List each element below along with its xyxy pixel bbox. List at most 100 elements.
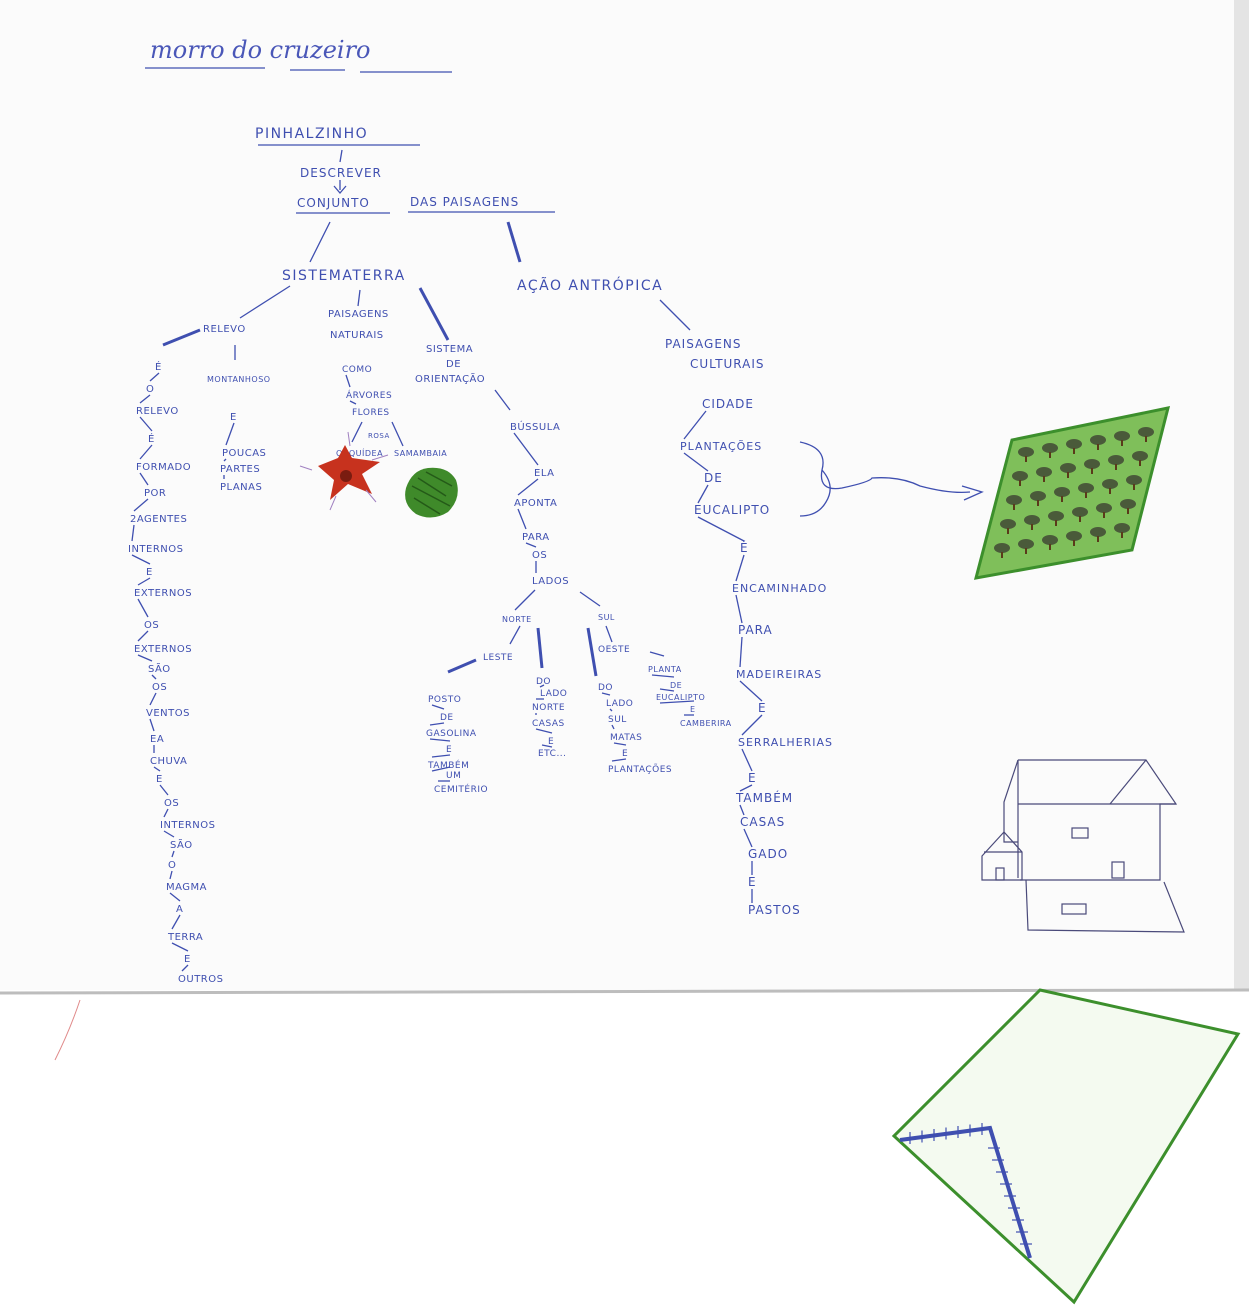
sul-node: SUL (598, 613, 615, 622)
sistema-terra-node: SISTEMATERRA (282, 268, 406, 284)
naturais-chain-item: COMO (342, 365, 372, 375)
antropica-chain-item: PARA (738, 623, 773, 637)
tree-icon (1036, 467, 1052, 477)
relevo-chain-item: RELEVO (136, 406, 179, 417)
tree-icon (1078, 483, 1094, 493)
tree-icon (1012, 471, 1028, 481)
tree-icon (1024, 515, 1040, 525)
tree-icon (1114, 431, 1130, 441)
tree-icon (1000, 519, 1016, 529)
paisagens-culturais-label-2: CULTURAIS (690, 357, 765, 371)
page-fold-line (0, 990, 1249, 993)
compass-map-drawing (894, 990, 1238, 1302)
tree-icon (1090, 527, 1106, 537)
norte-chain-item: LADO (540, 689, 567, 699)
antropica-chain-item: CIDADE (702, 397, 754, 411)
relevo-chain-item: INTERNOS (160, 820, 216, 831)
sistema-orientacao-label-1: SISTEMA (426, 344, 473, 355)
naturais-chain-item: FLORES (352, 408, 390, 418)
tree-icon (1108, 455, 1124, 465)
tree-icon (1042, 443, 1058, 453)
antropica-chain-item: SERRALHERIAS (738, 736, 833, 749)
tree-icon (1030, 491, 1046, 501)
antropica-chain-item: GADO (748, 847, 788, 861)
orientacao-chain-item: OS (532, 550, 547, 561)
relevo-chain-item: O (168, 860, 176, 871)
antropica-chain-item: ENCAMINHADO (732, 582, 827, 595)
oeste-chain-item: DE (670, 681, 682, 690)
relevo-chain-item: O (146, 384, 154, 395)
tree-icon (1018, 447, 1034, 457)
relevo-chain-item: OS (152, 682, 167, 693)
page-edge (1234, 0, 1249, 990)
tree-icon (1048, 511, 1064, 521)
antropica-chain-item: E (748, 875, 757, 889)
orientacao-chain-item: ELA (534, 468, 554, 479)
relevo-chain-item: VENTOS (146, 708, 190, 719)
leste-chain-item: DE (440, 713, 454, 723)
naturais-chain-item: ÁRVORES (346, 389, 392, 401)
norte-chain-item: NORTE (532, 703, 565, 713)
acao-antropica-node: AÇÃO ANTRÓPICA (517, 276, 663, 294)
page-margin-mark (55, 1000, 80, 1060)
relevo-chain-item: CHUVA (150, 756, 187, 767)
tree-icon (1066, 439, 1082, 449)
relevo-chain-item: SÃO (148, 662, 171, 675)
relevo-chain-item: E (156, 774, 163, 785)
montanhoso-node: MONTANHOSO (207, 375, 271, 384)
tree-icon (994, 543, 1010, 553)
tree-icon (1066, 531, 1082, 541)
relevo-chain-item: EA (150, 734, 164, 745)
oeste-chain-item: PLANTA (648, 665, 682, 674)
sistema-orientacao-label-2: DE (446, 359, 461, 370)
samambaia-node: SAMAMBAIA (394, 449, 447, 458)
sul-chain-item: E (622, 749, 628, 759)
sul-chain-item: SUL (608, 715, 627, 725)
leste-node: LESTE (483, 653, 513, 663)
antropica-chain-item: E (758, 701, 767, 715)
oeste-chain-item: EUCALIPTO (656, 693, 705, 702)
relevo-chain-item: 2AGENTES (130, 514, 187, 525)
antropica-chain-item: TAMBÉM (735, 790, 793, 805)
antropica-chain-item: CASAS (740, 815, 785, 829)
tree-icon (1006, 495, 1022, 505)
tree-icon (1072, 507, 1088, 517)
leste-chain-item: POSTO (428, 695, 461, 705)
tree-icon (1120, 499, 1136, 509)
sul-chain-item: DO (598, 683, 613, 693)
oeste-node: OESTE (598, 645, 630, 655)
relevo-chain-item: A (176, 904, 183, 915)
tree-icon (1126, 475, 1142, 485)
antropica-chain-item: MADEIREIRAS (736, 668, 822, 681)
norte-chain-item: E (548, 737, 554, 747)
paisagens-naturais-label-2: NATURAIS (330, 330, 384, 341)
tree-icon (1054, 487, 1070, 497)
antropica-chain-item: EUCALIPTO (694, 503, 770, 517)
tree-icon (1096, 503, 1112, 513)
orientacao-chain-item: APONTA (514, 498, 557, 509)
tree-icon (1018, 539, 1034, 549)
relevo-chain-item: OUTROS (178, 974, 223, 985)
norte-chain-item: CASAS (532, 719, 565, 729)
antropica-chain-item: PASTOS (748, 903, 801, 917)
montanhoso-chain-item: E (230, 412, 237, 423)
tree-icon (1114, 523, 1130, 533)
montanhoso-chain-item: PARTES (220, 464, 260, 475)
leste-chain-item: E (446, 745, 452, 755)
relevo-chain-item: EXTERNOS (134, 644, 192, 655)
verb-node: DESCREVER (300, 166, 382, 180)
orientacao-chain-item: BÚSSULA (510, 420, 560, 433)
orientacao-chain-item: LADOS (532, 576, 569, 587)
paisagens-culturais-label-1: PAISAGENS (665, 337, 742, 351)
relevo-chain-item: TERRA (167, 932, 203, 943)
leste-chain-item: TAMBÉM (427, 759, 469, 771)
relevo-chain-item: OS (144, 620, 159, 631)
tree-icon (1084, 459, 1100, 469)
rosa-node: ROSA (368, 432, 390, 440)
antropica-chain-item: É (740, 540, 749, 555)
tree-icon (1090, 435, 1106, 445)
map-title: morro do cruzeiro (150, 36, 371, 64)
oeste-chain-item: E (690, 705, 696, 714)
relevo-chain-item: E (146, 567, 153, 578)
sul-chain-item: LADO (606, 699, 633, 709)
